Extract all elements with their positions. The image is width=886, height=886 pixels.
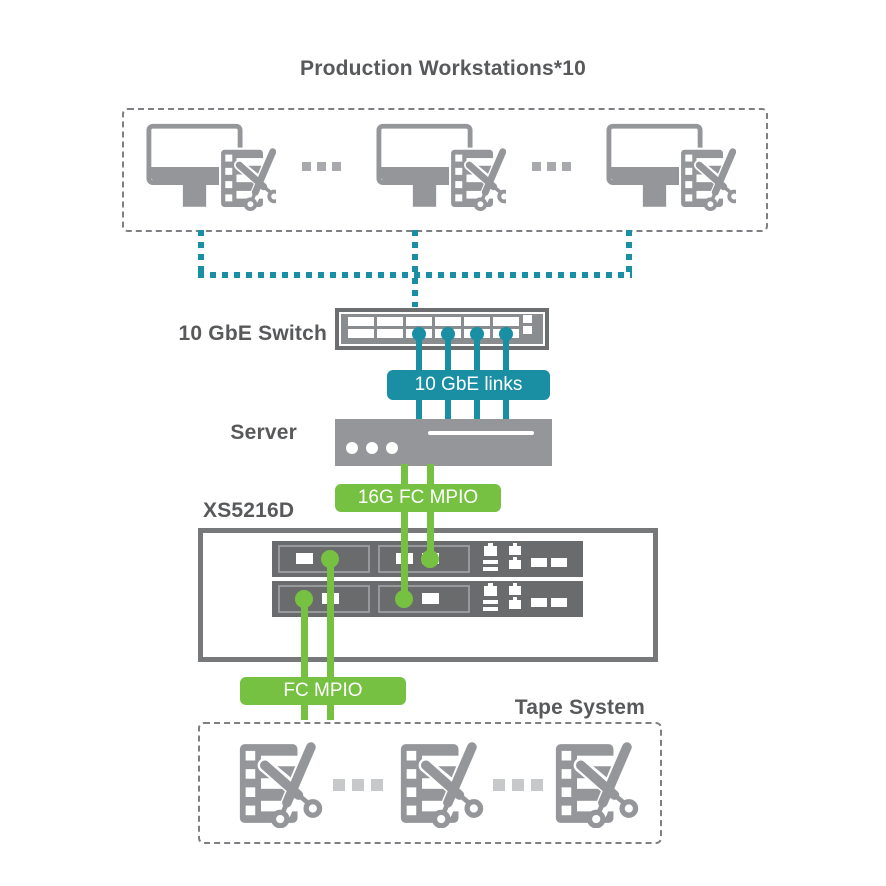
badge-10gbe-links: 10 GbE links	[387, 370, 550, 400]
dotted-link-left	[198, 230, 204, 274]
switch-port-dot	[441, 327, 455, 341]
workstations-title: Production Workstations*10	[299, 57, 587, 80]
fc-link-line	[301, 599, 308, 720]
ellipsis-icon	[493, 779, 550, 791]
fc-link-line	[327, 559, 334, 720]
dotted-link-right	[626, 230, 632, 274]
fc-port-dot	[395, 590, 413, 608]
fc-port-dot	[295, 590, 313, 608]
badge-fc-mpio: FC MPIO	[240, 677, 406, 705]
ellipsis-icon	[333, 779, 390, 791]
switch-port-dot	[470, 327, 484, 341]
tape-drive-video-icon	[398, 741, 494, 828]
server-box	[335, 419, 552, 466]
server-label: Server	[230, 421, 297, 444]
fc-port-dot	[421, 550, 439, 568]
switch-port-dot	[499, 327, 513, 341]
ellipsis-icon	[302, 162, 347, 171]
workstation-video-edit-icon	[376, 122, 506, 212]
storage-model-label: XS5216D	[203, 499, 295, 522]
dotted-link-bus	[198, 272, 632, 278]
workstation-video-edit-icon	[146, 122, 276, 212]
server-slot	[428, 431, 534, 435]
tape-drive-video-icon	[553, 741, 649, 828]
dotted-link-to-switch	[412, 278, 418, 307]
ellipsis-icon	[532, 162, 577, 171]
dotted-link-middle	[412, 230, 418, 274]
workstation-video-edit-icon	[606, 122, 736, 212]
switch-port-dot	[412, 327, 426, 341]
storage-controller-b	[272, 581, 583, 617]
switch-label: 10 GbE Switch	[178, 322, 327, 345]
tape-drive-video-icon	[237, 741, 333, 828]
fc-link-line	[401, 464, 408, 599]
badge-16g-fc-mpio: 16G FC MPIO	[335, 484, 501, 512]
fc-port-dot	[321, 550, 339, 568]
tape-system-label: Tape System	[514, 696, 645, 719]
